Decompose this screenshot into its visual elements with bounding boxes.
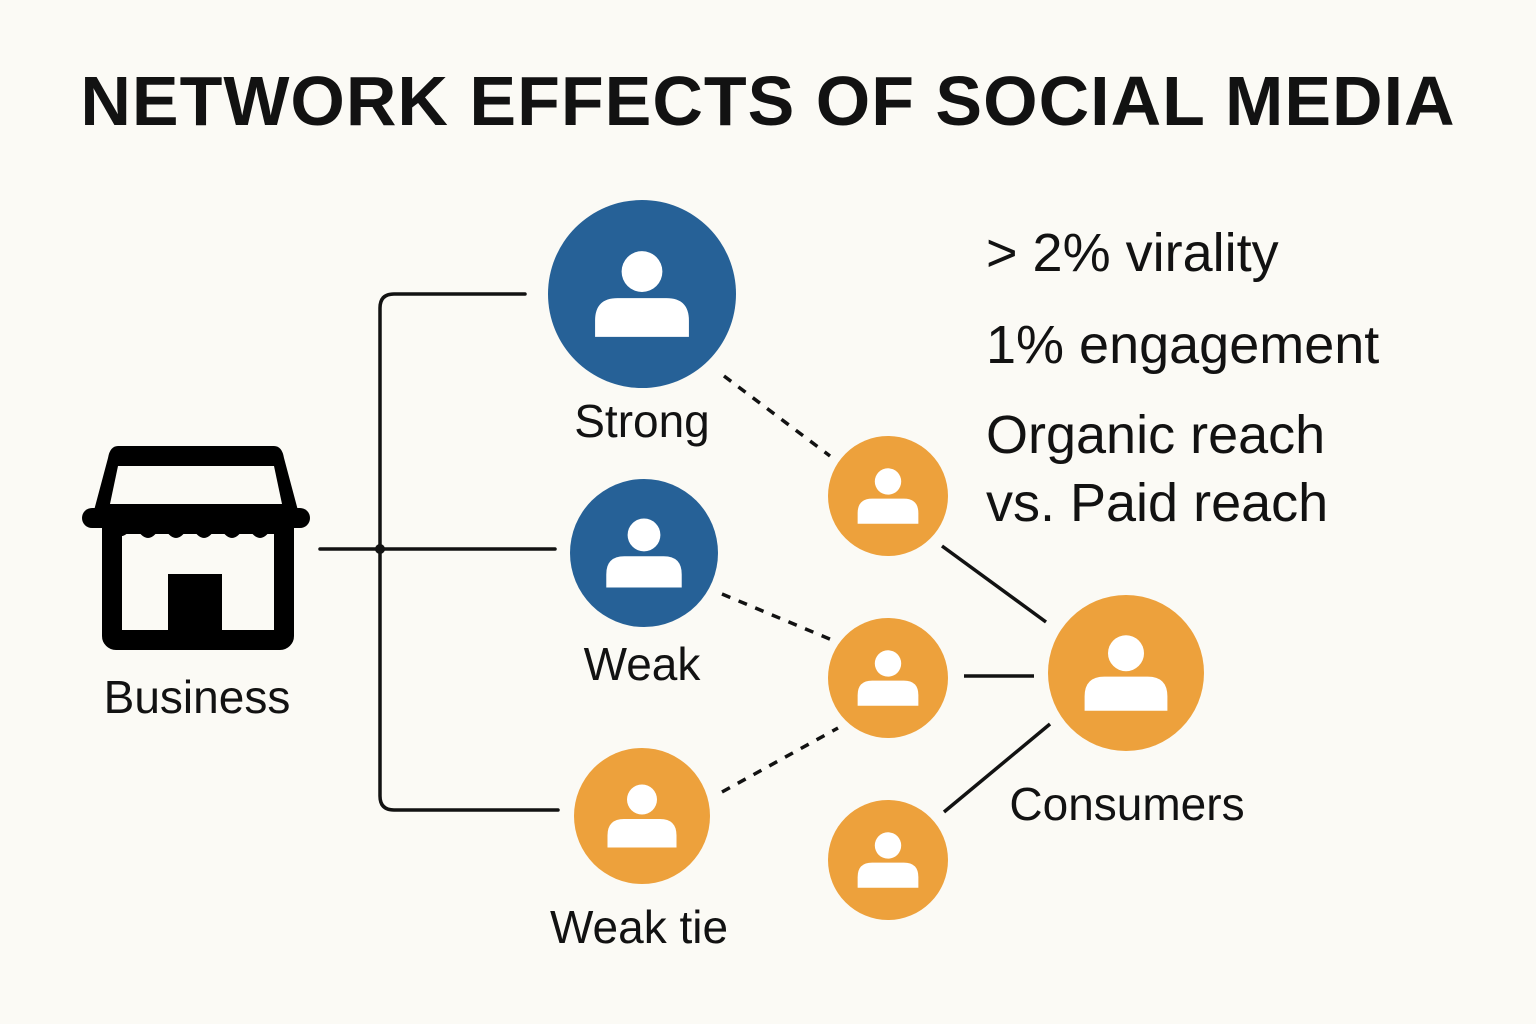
reach-stat-line-1: Organic reach (986, 405, 1326, 465)
storefront-icon (82, 446, 310, 650)
weak-label: Weak (583, 638, 701, 690)
strong-label: Strong (574, 395, 710, 447)
node-intermediate-3 (828, 800, 948, 920)
node-intermediate-2 (828, 618, 948, 738)
node-intermediate-1 (828, 436, 948, 556)
edge-weak-intermediate-2 (721, 592, 833, 642)
node-weak (570, 479, 718, 627)
node-consumers (1048, 595, 1204, 751)
virality-stat: > 2% virality (986, 223, 1279, 283)
business-label: Business (103, 671, 291, 723)
engagement-stat: 1% engagement (986, 315, 1380, 375)
reach-stat-line-2: vs. Paid reach (986, 473, 1329, 533)
edge-strong-intermediate-1 (722, 374, 832, 458)
edge-intermediate-1-consumers (940, 544, 1048, 624)
weak-tie-label: Weak tie (549, 901, 729, 953)
node-weak-tie (574, 748, 710, 884)
diagram-title: NETWORK EFFECTS OF SOCIAL MEDIA (80, 62, 1456, 140)
consumers-label: Consumers (1009, 778, 1245, 830)
edge-business-strong (378, 292, 560, 812)
junction-dot (375, 544, 385, 554)
edge-weaktie-intermediate-2 (721, 726, 839, 794)
node-strong (548, 200, 736, 388)
edge-intermediate-3-consumers (942, 722, 1052, 814)
